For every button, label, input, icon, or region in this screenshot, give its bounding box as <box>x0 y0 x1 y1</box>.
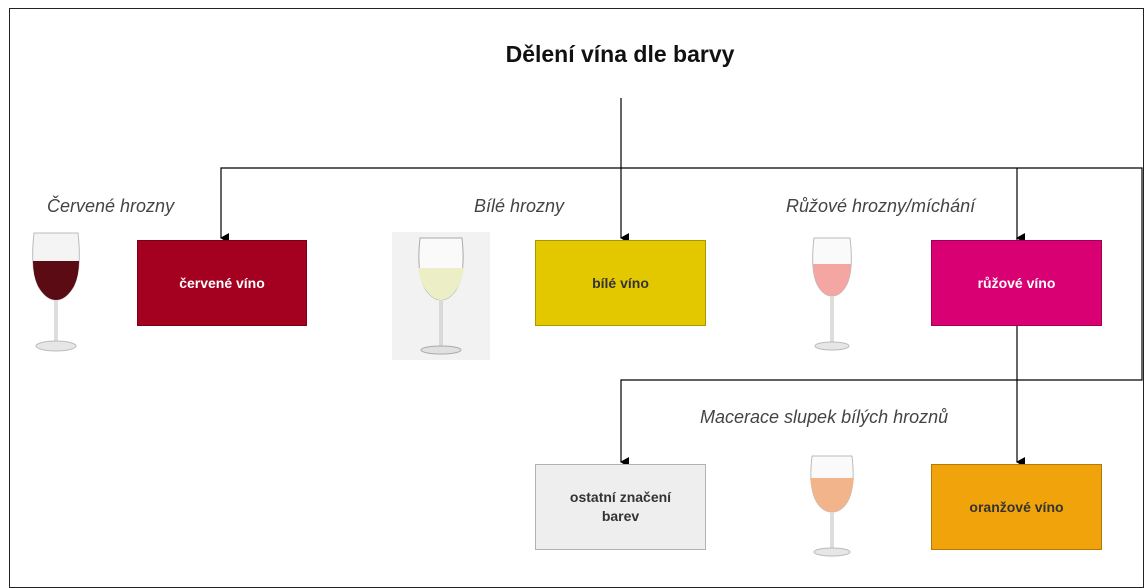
white-wine-box[interactable]: bílé víno <box>535 240 706 326</box>
connectors <box>220 98 1143 467</box>
white-wine-box-label: bílé víno <box>592 274 649 291</box>
orange-wine-box-label: oranžové víno <box>969 498 1064 515</box>
red-wine-glass-icon <box>24 228 88 358</box>
label-rose-grapes: Růžové hrozny/míchání <box>786 196 976 216</box>
rose-branch-arrow <box>621 167 1143 381</box>
other-branch-arrow <box>620 379 1017 467</box>
other-colors-box-label: ostatní značení barev <box>569 489 672 524</box>
orange-wine-glass-icon <box>804 452 860 564</box>
rose-wine-box[interactable]: růžové víno <box>931 240 1102 326</box>
rose-wine-glass-icon <box>806 234 858 358</box>
label-red-grapes: Červené hrozny <box>47 196 175 216</box>
label-white-grapes: Bílé hrozny <box>474 196 565 216</box>
rose-wine-box-label: růžové víno <box>977 274 1056 291</box>
label-maceration: Macerace slupek bílých hroznů <box>700 407 949 427</box>
red-wine-box[interactable]: červené víno <box>137 240 307 326</box>
diagram-title: Dělení vína dle barvy <box>505 41 735 67</box>
other-colors-box[interactable]: ostatní značení barev <box>535 464 706 550</box>
red-wine-box-label: červené víno <box>179 274 265 291</box>
red-branch-arrow <box>220 167 621 243</box>
orange-wine-box[interactable]: oranžové víno <box>931 464 1102 550</box>
white-wine-glass-icon <box>392 232 490 360</box>
